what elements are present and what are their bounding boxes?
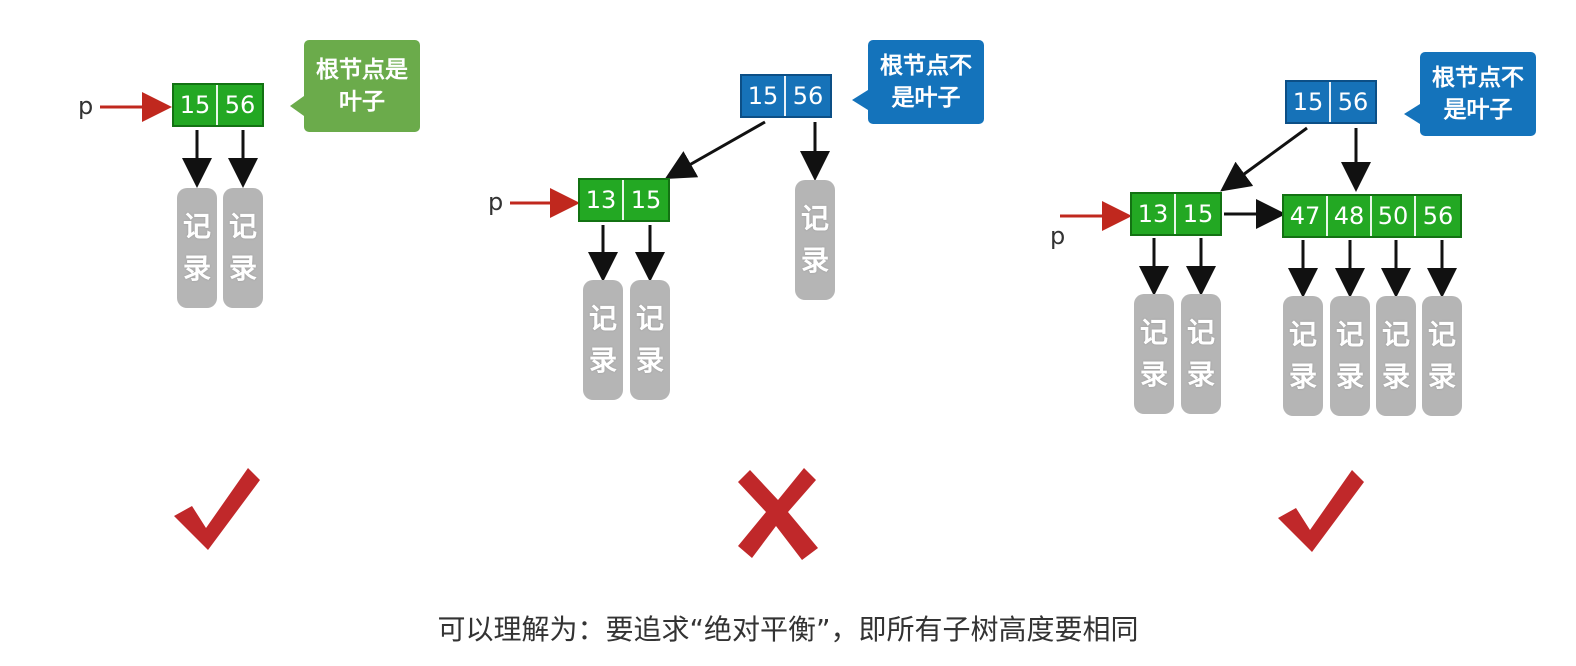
callout-root-not-leaf: 根节点不 是叶子: [1420, 52, 1536, 136]
leaf-node: 15 56: [172, 83, 264, 127]
pointer-label: p: [78, 92, 94, 120]
callout-line: 根节点是: [316, 57, 408, 83]
check-mark-icon: [1278, 470, 1364, 552]
record: 记录: [1376, 296, 1416, 416]
key: 15: [742, 76, 786, 116]
key: 56: [224, 91, 256, 119]
key: 13: [1132, 194, 1176, 234]
key: 15: [174, 85, 218, 125]
check-mark-icon: [174, 468, 260, 550]
pointer-label: p: [1050, 222, 1066, 250]
record: 记录: [795, 180, 835, 300]
child-arrow: [1220, 126, 1308, 192]
record: 记录: [1134, 294, 1174, 414]
key: 56: [792, 82, 824, 110]
key: 56: [1337, 88, 1369, 116]
key: 47: [1284, 196, 1328, 236]
key: 15: [630, 186, 662, 214]
record: 记录: [1330, 296, 1370, 416]
root-node: 15 56: [1285, 80, 1377, 124]
callout-line: 叶子: [339, 89, 385, 115]
callout-tail: [290, 96, 304, 116]
key: 15: [1287, 82, 1331, 122]
callout-tail: [1404, 104, 1420, 124]
record: 记录: [1422, 296, 1462, 416]
key: 15: [1182, 200, 1214, 228]
record: 记录: [177, 188, 217, 308]
callout-line: 根节点不: [880, 53, 972, 79]
leaf-node: 47 48 50 56: [1282, 194, 1462, 238]
record: 记录: [1283, 296, 1323, 416]
root-node: 15 56: [740, 74, 832, 118]
caption: 可以理解为：要追求“绝对平衡”，即所有子树高度要相同: [437, 613, 1139, 646]
leaf-node: 13 15: [1130, 192, 1222, 236]
callout-line: 是叶子: [1443, 97, 1513, 123]
record: 记录: [223, 188, 263, 308]
leaf-node: 13 15: [578, 178, 670, 222]
callout-root-is-leaf: 根节点是 叶子: [304, 40, 420, 132]
record: 记录: [630, 280, 670, 400]
record: 记录: [583, 280, 623, 400]
callout-root-not-leaf: 根节点不 是叶子: [868, 40, 984, 124]
callout-line: 根节点不: [1432, 65, 1524, 91]
key: 50: [1372, 196, 1416, 236]
key: 48: [1328, 196, 1372, 236]
callout-tail: [852, 90, 868, 110]
pointer-label: p: [488, 188, 504, 216]
cross-mark-icon: [738, 468, 818, 560]
record: 记录: [1181, 294, 1221, 414]
callout-line: 是叶子: [891, 85, 961, 111]
key: 56: [1422, 202, 1454, 230]
key: 13: [580, 180, 624, 220]
child-arrow: [664, 120, 766, 179]
